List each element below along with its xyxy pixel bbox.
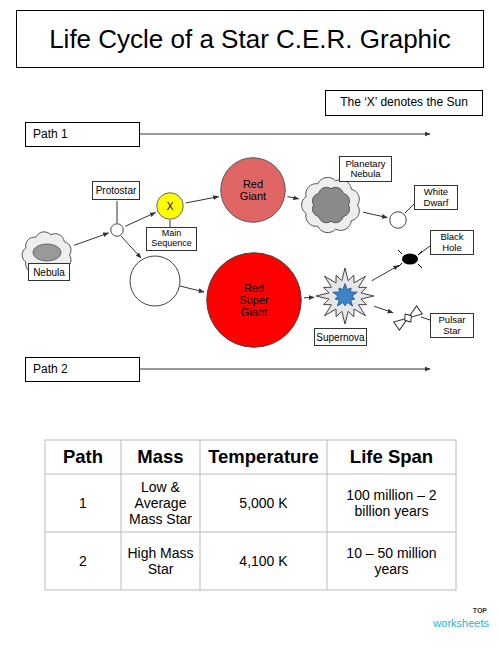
stage-arrow (125, 213, 155, 227)
stage-label: White Dwarf (414, 185, 458, 210)
node-text: X (156, 192, 184, 220)
life-stage: Pulsar Star (394, 305, 422, 331)
black-hole-ray (398, 263, 402, 267)
life-stage: Black Hole (398, 250, 422, 268)
star-circle (207, 253, 302, 348)
star-circle (221, 158, 286, 223)
black-hole-ray (418, 251, 422, 255)
title-box: Life Cycle of a Star C.E.R. Graphic (16, 10, 484, 68)
watermark: worksheets (430, 616, 494, 630)
black-hole-body (402, 254, 418, 265)
stage-arrow (372, 265, 399, 280)
label-box: Path 1 (25, 122, 140, 147)
node-outline (110, 223, 124, 237)
gas-cloud (302, 177, 360, 232)
stage-arrow (374, 306, 393, 313)
node-outline (316, 268, 374, 324)
stage-arrow (363, 212, 387, 217)
stage-arrow (304, 297, 314, 298)
life-stage: Red Super Giant (206, 252, 302, 348)
stage-label: Black Hole (430, 230, 474, 255)
life-stage: Supernova (316, 268, 374, 324)
stage-label: Planetary Nebula (339, 156, 392, 182)
table-header: Mass (121, 440, 200, 474)
label-box: Path 2 (25, 357, 140, 382)
stage-label: Protostar (92, 181, 140, 200)
stage-label: Main Sequence (146, 227, 197, 251)
node-outline (394, 305, 422, 331)
pulsar-beam (402, 312, 414, 325)
cloud-core (312, 187, 349, 222)
star-circle (157, 193, 184, 220)
leader-line (405, 204, 414, 213)
table-cell: 2 (45, 532, 121, 590)
life-stage: XMain Sequence (156, 192, 184, 220)
watermark: TOP (450, 607, 492, 616)
leader-line (117, 201, 118, 223)
node-text: The ‘X’ denotes the Sun (325, 91, 483, 115)
supernova-core (333, 284, 357, 306)
node-text: Red Super Giant (235, 252, 273, 348)
life-stage: Protostar (110, 223, 124, 237)
life-stage: White Dwarf (389, 211, 407, 229)
table-cell: High Mass Star (121, 532, 200, 590)
life-stage: Planetary Nebula (300, 176, 362, 234)
supernova-burst (316, 268, 374, 324)
stage-arrow (121, 236, 141, 258)
path-arrow (140, 134, 430, 135)
table-cell: 10 – 50 million years (327, 532, 456, 590)
path-arrow (140, 369, 430, 370)
stage-arrow (180, 286, 204, 292)
node-text: Red Giant (230, 157, 276, 223)
life-stage: Red Giant (220, 157, 286, 223)
leader-line (418, 246, 430, 255)
pulsar-symbol (394, 306, 423, 330)
table-header: Path (45, 440, 121, 474)
stage-arrow (186, 197, 219, 203)
black-hole-ray (398, 250, 402, 254)
cloud-core (33, 244, 61, 261)
table-grid (45, 440, 456, 590)
table-cell: 4,100 K (200, 532, 327, 590)
stage-label: Pulsar Star (430, 313, 474, 338)
star-circle (111, 224, 124, 237)
stage-label: Nebula (28, 263, 70, 281)
stage-label: Supernova (314, 328, 367, 346)
table-header: Life Span (327, 440, 456, 474)
life-stage: Nebula (20, 230, 74, 280)
table-cell: 5,000 K (200, 474, 327, 532)
massive-main-sequence-star (130, 256, 180, 306)
table-cell: Low & Average Mass Star (121, 474, 200, 532)
table-cell: 1 (45, 474, 121, 532)
leader-line (421, 317, 430, 320)
title-text: Life Cycle of a Star C.E.R. Graphic (49, 24, 451, 55)
star-circle (390, 212, 407, 229)
table-header: Temperature (200, 440, 327, 474)
label-box: The ‘X’ denotes the Sun (325, 90, 483, 116)
node-text: Path 1 (25, 123, 140, 146)
leader-line (170, 220, 171, 227)
stage-arrow (287, 197, 298, 199)
node-outline (398, 250, 422, 268)
black-hole-ray (418, 264, 422, 268)
node-text: Path 2 (25, 358, 140, 381)
table-cell: 100 million – 2 billion years (327, 474, 456, 532)
node-outline (389, 211, 407, 229)
stage-arrow (74, 233, 108, 245)
node-outline (300, 176, 362, 234)
table-border (45, 440, 456, 590)
